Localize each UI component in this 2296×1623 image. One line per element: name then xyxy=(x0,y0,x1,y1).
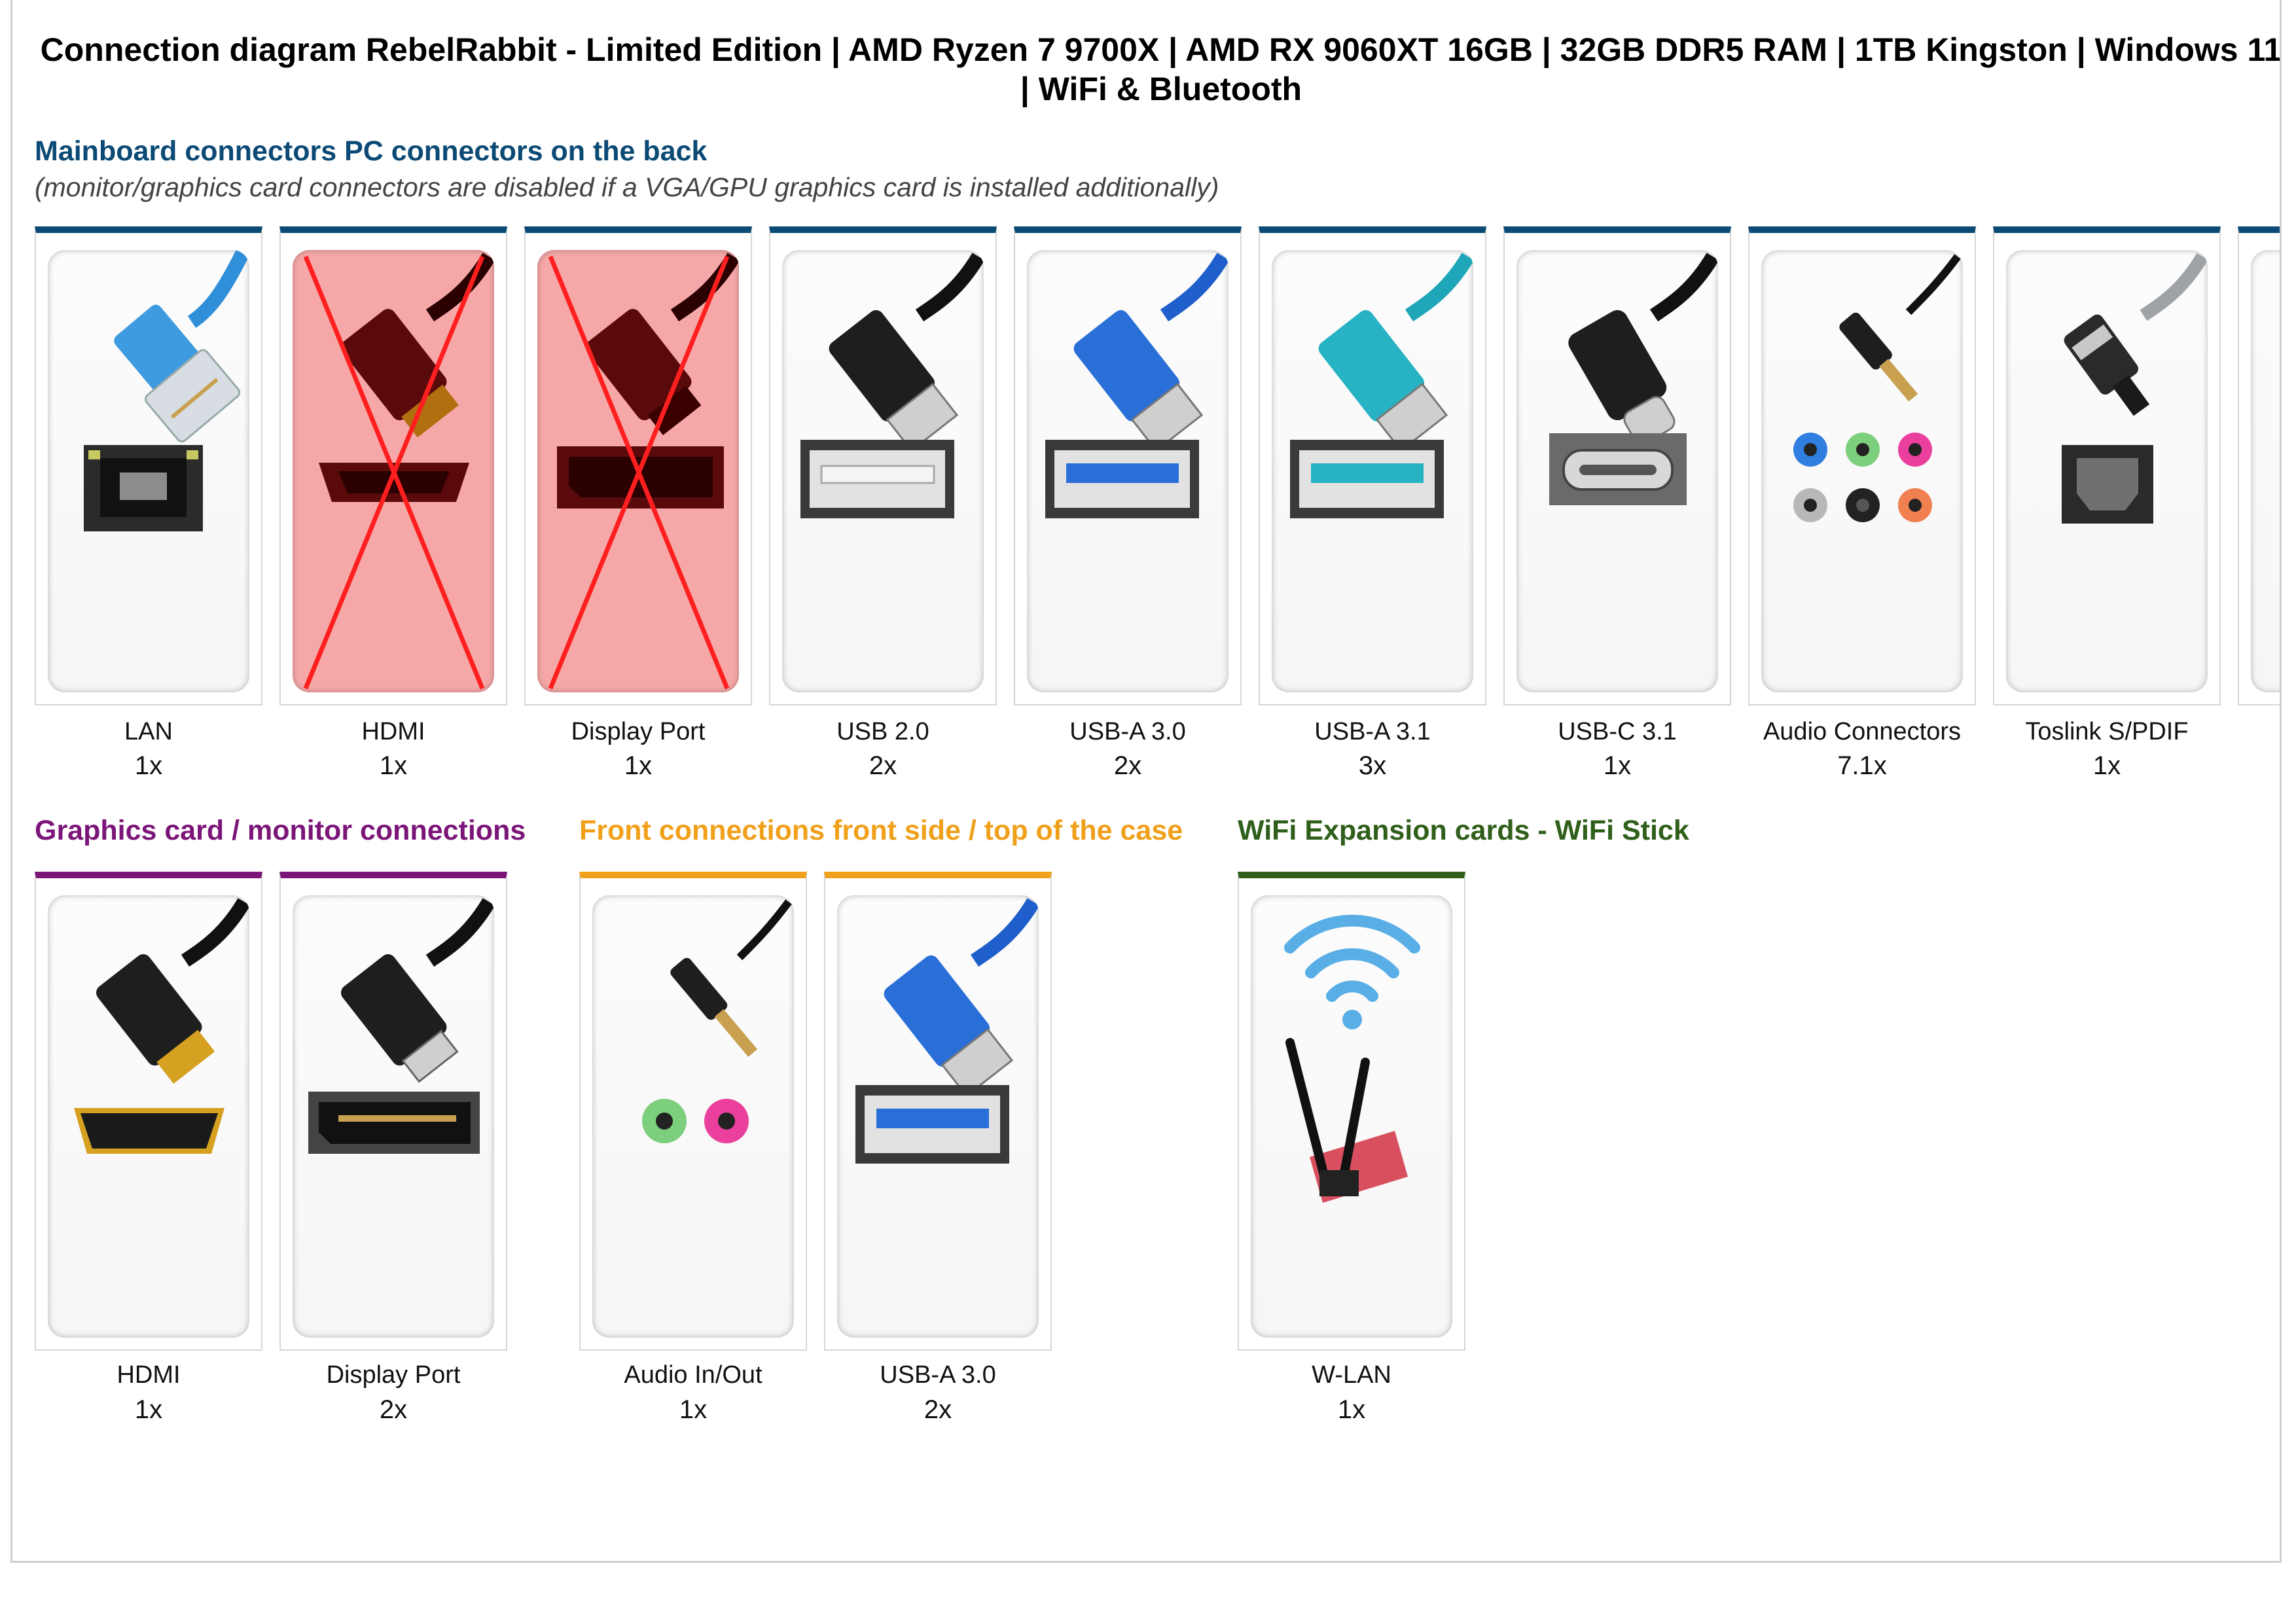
card-usb-a-3-1 xyxy=(1259,226,1486,705)
card-hdmi-gpu xyxy=(35,872,262,1351)
card-usb-a-3-0-front xyxy=(824,872,1052,1351)
label-wlan: W-LAN xyxy=(1312,1361,1391,1389)
count-displayport-gpu: 2x xyxy=(379,1395,408,1424)
card-lan xyxy=(35,226,262,705)
label-usb-a-3-1: USB-A 3.1 xyxy=(1314,718,1431,745)
card-audio-connectors xyxy=(1748,226,1976,705)
label-usb-c: USB-C 3.1 xyxy=(1558,718,1677,745)
section-title-wifi: WiFi Expansion cards - WiFi Stick xyxy=(1238,815,1689,846)
usb-a-3-1-icon xyxy=(1290,253,1473,518)
count-usb-2: 2x xyxy=(869,751,897,780)
card-toslink xyxy=(1993,226,2221,705)
lan-icon xyxy=(84,250,249,531)
usb-2-icon xyxy=(800,253,984,518)
count-usb-a-3-0: 2x xyxy=(1113,751,1142,780)
usb-a-3-0-icon xyxy=(855,898,1039,1164)
count-lan: 1x xyxy=(134,751,163,780)
displayport-icon xyxy=(308,898,494,1154)
label-usb-a-3-0-front: USB-A 3.0 xyxy=(880,1361,996,1389)
card-displayport-mainboard xyxy=(524,226,752,705)
section-title-graphics: Graphics card / monitor connections xyxy=(35,815,526,846)
count-toslink: 1x xyxy=(2092,751,2121,780)
section-title-mainboard: Mainboard connectors PC connectors on th… xyxy=(35,135,708,167)
diagram-frame: Connection diagram RebelRabbit - Limited… xyxy=(10,0,2282,1563)
label-displayport-mainboard: Display Port xyxy=(571,718,706,745)
card-hdmi-mainboard xyxy=(279,226,507,705)
wifi-antenna-icon xyxy=(1284,914,1420,1203)
label-lan: LAN xyxy=(124,718,173,745)
usb-a-3-0-icon xyxy=(1045,253,1229,518)
label-usb-a-3-0: USB-A 3.0 xyxy=(1069,718,1186,745)
section-note-mainboard: (monitor/graphics card connectors are di… xyxy=(35,172,1219,202)
card-usb-2 xyxy=(769,226,997,705)
displayport-icon xyxy=(548,253,739,690)
card-audio-front xyxy=(579,872,807,1351)
count-usb-c: 1x xyxy=(1603,751,1632,780)
hdmi-icon xyxy=(74,898,249,1154)
section-title-front: Front connections front side / top of th… xyxy=(579,815,1183,846)
count-usb-a-3-0-front: 2x xyxy=(924,1395,952,1424)
card-displayport-gpu xyxy=(279,872,507,1351)
label-toslink: Toslink S/PDIF xyxy=(2025,718,2189,745)
count-usb-a-3-1: 3x xyxy=(1358,751,1387,780)
count-wlan: 1x xyxy=(1337,1395,1366,1424)
hdmi-icon xyxy=(303,253,494,690)
label-hdmi-mainboard: HDMI xyxy=(361,718,425,745)
audio-jacks-icon xyxy=(1793,254,1961,522)
count-hdmi-gpu: 1x xyxy=(134,1395,163,1424)
count-audio-connectors: 7.1x xyxy=(1837,751,1887,780)
toslink-icon xyxy=(2062,253,2208,524)
card-partial-cutoff xyxy=(2238,226,2280,705)
audio-front-icon xyxy=(642,899,792,1143)
label-usb-2: USB 2.0 xyxy=(836,718,929,745)
usb-c-icon xyxy=(1549,253,1718,505)
label-displayport-gpu: Display Port xyxy=(326,1361,461,1389)
label-hdmi-gpu: HDMI xyxy=(117,1361,181,1389)
card-wlan xyxy=(1238,872,1465,1351)
label-audio-connectors: Audio Connectors xyxy=(1763,718,1962,745)
count-audio-front: 1x xyxy=(679,1395,708,1424)
card-usb-c xyxy=(1503,226,1731,705)
page-title: Connection diagram RebelRabbit - Limited… xyxy=(40,31,2282,107)
count-displayport-mainboard: 1x xyxy=(624,751,653,780)
count-hdmi-mainboard: 1x xyxy=(379,751,408,780)
card-usb-a-3-0 xyxy=(1014,226,1242,705)
label-audio-front: Audio In/Out xyxy=(624,1361,762,1389)
